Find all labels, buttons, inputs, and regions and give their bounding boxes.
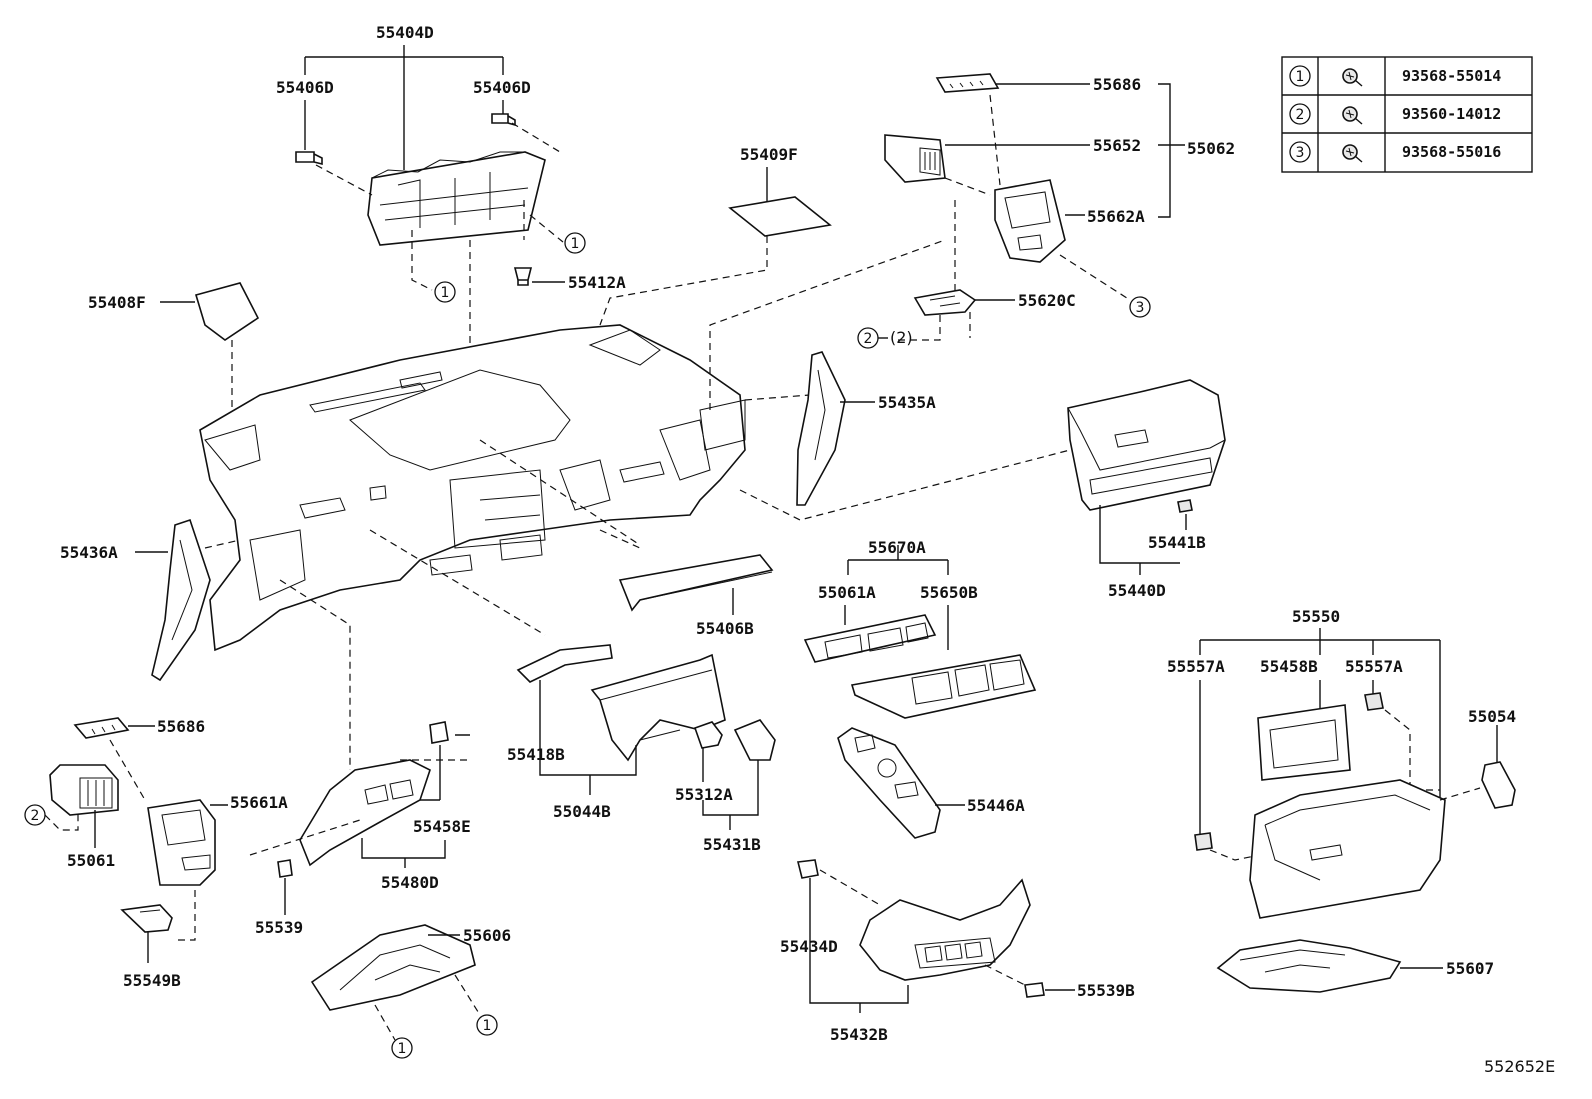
label-55446A: 55446A: [967, 796, 1025, 815]
legend-num-1: 1: [1296, 69, 1305, 85]
lower-bracket-55607: 55607: [1216, 939, 1494, 993]
label-55539: 55539: [255, 918, 303, 937]
glove-box-door-55440D: 55441B 55440D: [1067, 379, 1226, 600]
label-55044B: 55044B: [553, 802, 611, 821]
lower-center-panel-55432B: 55434D 55432B 55539B: [780, 859, 1135, 1044]
switch-panel-55431B: 55312A 55431B: [675, 719, 776, 854]
label-55606: 55606: [463, 926, 511, 945]
panel-55406B: 55406B: [618, 554, 774, 638]
label-55652: 55652: [1093, 136, 1141, 155]
callout-2-paren: (2): [890, 328, 913, 347]
clip-55412A: [513, 267, 533, 286]
label-55408F: 55408F: [88, 293, 146, 312]
label-55549B: 55549B: [123, 971, 181, 990]
clip-55434D: [797, 859, 819, 879]
meter-hood-55044B: 55418B 55044B: [507, 644, 726, 821]
callout-2: 2: [31, 808, 40, 824]
left-vent-assembly: 55686 55061 2 55661A 55549B: [24, 717, 288, 990]
callout-2: 2: [864, 331, 873, 347]
center-trim-55446A: 55446A: [837, 727, 1025, 839]
cover-55408F: 55408F: [88, 282, 260, 430]
callout-1: 1: [398, 1041, 407, 1057]
label-55432B: 55432B: [830, 1025, 888, 1044]
label-55557A-left: 55557A: [1167, 657, 1225, 676]
label-55312A: 55312A: [675, 785, 733, 804]
defroster-nozzle-assembly: 55404D 55406D 55406D 1 1 55412A: [276, 23, 626, 440]
clip-55441B: [1177, 499, 1193, 513]
label-55550: 55550: [1292, 607, 1340, 626]
legend-num-3: 3: [1296, 145, 1305, 161]
label-55404D: 55404D: [376, 23, 434, 42]
fastener-legend: 1 93568-55014 2 93560-14012 3 93568-5501…: [1281, 56, 1533, 173]
side-panel-55436A: 55436A: [60, 518, 211, 682]
label-55434D: 55434D: [780, 937, 838, 956]
pad-55409F: 55409F: [599, 145, 832, 326]
clip-55406D-right: [491, 113, 516, 127]
center-register-55670A: 55670A 55061A 55650B: [803, 538, 1037, 719]
clip-55539B: [1024, 982, 1045, 998]
legend-code-3: 93568-55016: [1402, 143, 1501, 161]
label-55670A: 55670A: [868, 538, 926, 557]
side-vent-assembly-55062: 55686 55652 55062 55662A 3 55620C 2 (2): [857, 73, 1235, 349]
label-55418B: 55418B: [507, 745, 565, 764]
clip-55557A-left: [1194, 832, 1213, 851]
label-55458E: 55458E: [413, 817, 471, 836]
label-55406D-right: 55406D: [473, 78, 531, 97]
label-55458B: 55458B: [1260, 657, 1318, 676]
screw-icon: [1342, 144, 1363, 163]
legend-code-2: 93560-14012: [1402, 105, 1501, 123]
clip-55312A: [693, 721, 723, 749]
lower-panel-55480D: 55458E 55480D 55539: [249, 721, 471, 937]
label-55441B: 55441B: [1148, 533, 1206, 552]
label-55557A-right: 55557A: [1345, 657, 1403, 676]
clip-55539: [277, 859, 293, 878]
clip-55557A-right: [1364, 692, 1384, 711]
label-55431B: 55431B: [703, 835, 761, 854]
instrument-panel: [199, 324, 746, 652]
clip-55406D-left: [295, 151, 323, 166]
label-55662A: 55662A: [1087, 207, 1145, 226]
label-55409F: 55409F: [740, 145, 798, 164]
label-55661A: 55661A: [230, 793, 288, 812]
label-55607: 55607: [1446, 959, 1494, 978]
legend-code-1: 93568-55014: [1402, 67, 1501, 85]
callout-3: 3: [1136, 300, 1145, 316]
callout-1: 1: [571, 236, 580, 252]
label-55062: 55062: [1187, 139, 1235, 158]
label-55436A: 55436A: [60, 543, 118, 562]
label-55686-top: 55686: [1093, 75, 1141, 94]
label-55054: 55054: [1468, 707, 1516, 726]
clip-55458E: [429, 721, 449, 744]
callout-1: 1: [441, 285, 450, 301]
label-55061A: 55061A: [818, 583, 876, 602]
label-55539B: 55539B: [1077, 981, 1135, 1000]
figure-id: 552652E: [1484, 1057, 1555, 1076]
glove-compartment-55550: 55550 55557A 55458B 55557A 55054: [1167, 607, 1516, 919]
label-55620C: 55620C: [1018, 291, 1076, 310]
callout-1: 1: [483, 1018, 492, 1034]
label-55686-left: 55686: [157, 717, 205, 736]
label-55480D: 55480D: [381, 873, 439, 892]
label-55406D-left: 55406D: [276, 78, 334, 97]
label-55435A: 55435A: [878, 393, 936, 412]
screw-icon: [1342, 106, 1363, 125]
label-55440D: 55440D: [1108, 581, 1166, 600]
legend-num-2: 2: [1296, 107, 1305, 123]
label-55650B: 55650B: [920, 583, 978, 602]
label-55412A: 55412A: [568, 273, 626, 292]
lower-bracket-55606: 55606 1 1: [310, 924, 511, 1059]
label-55061: 55061: [67, 851, 115, 870]
side-panel-55435A: 55435A: [796, 351, 936, 506]
label-55406B: 55406B: [696, 619, 754, 638]
screw-icon: [1342, 68, 1363, 87]
